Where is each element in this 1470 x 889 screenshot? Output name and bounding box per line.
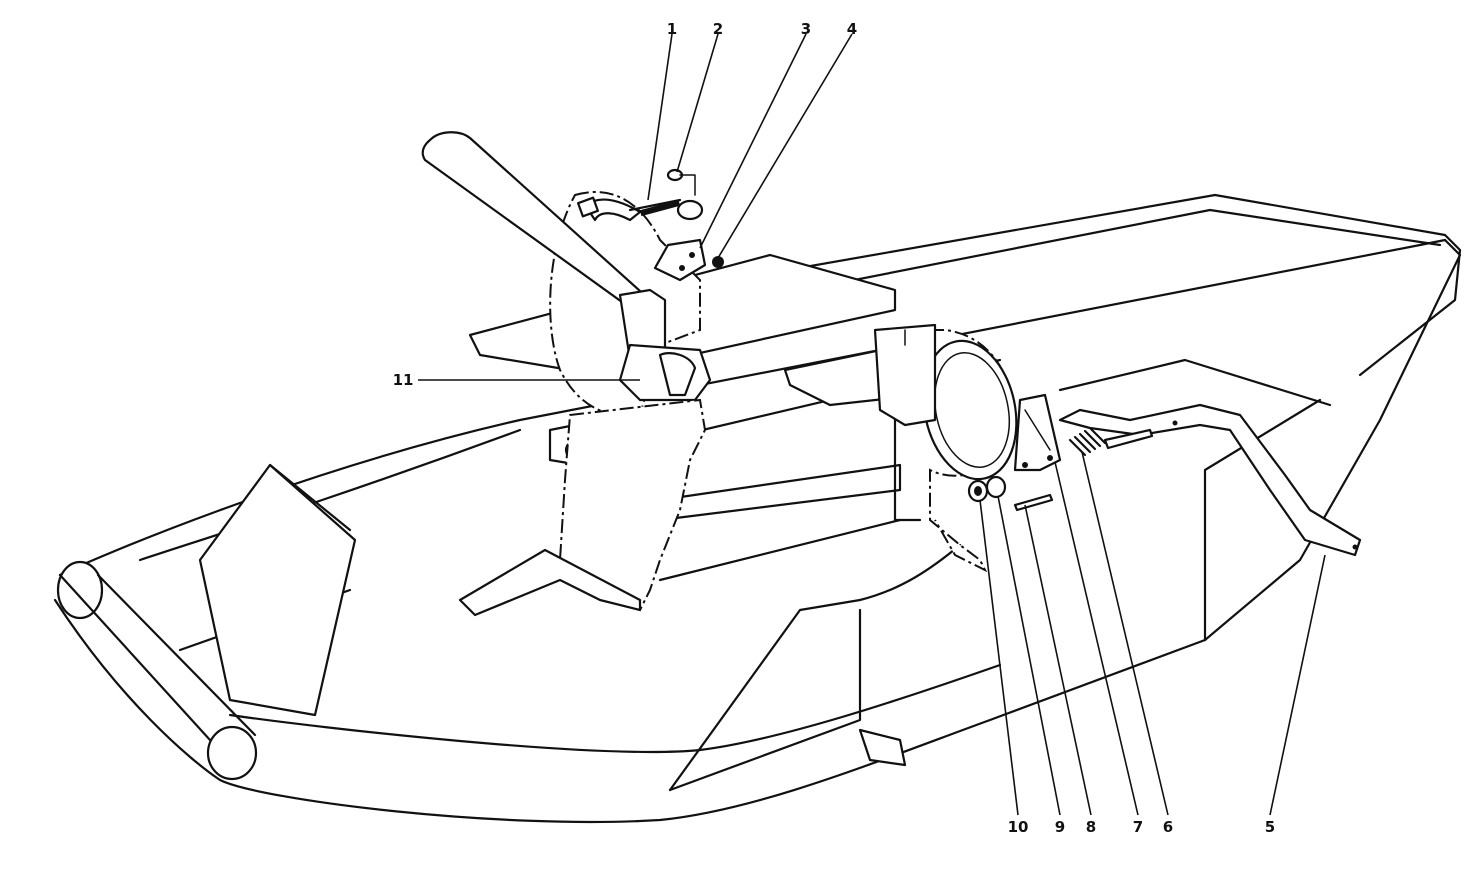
chassis-frame bbox=[53, 193, 1462, 824]
callout-3: 3 bbox=[801, 20, 811, 38]
callout-6: 6 bbox=[1163, 818, 1173, 836]
callout-2: 2 bbox=[713, 20, 723, 38]
callout-11: 11 bbox=[393, 371, 414, 389]
callout-8: 8 bbox=[1086, 818, 1096, 836]
callout-10: 10 bbox=[1008, 818, 1029, 836]
brake-lever-cutaway bbox=[421, 131, 712, 617]
callout-4: 4 bbox=[847, 20, 857, 38]
brake-drum bbox=[873, 323, 1018, 573]
callout-leaders bbox=[418, 33, 1326, 816]
callout-1: 1 bbox=[667, 20, 677, 38]
callout-9: 9 bbox=[1055, 818, 1065, 836]
brake-parts bbox=[576, 168, 1362, 557]
spring bbox=[1068, 426, 1107, 457]
callout-labels: 1 2 3 4 5 6 7 8 9 10 11 bbox=[393, 20, 1276, 836]
callout-7: 7 bbox=[1133, 818, 1143, 836]
callout-5: 5 bbox=[1265, 818, 1275, 836]
